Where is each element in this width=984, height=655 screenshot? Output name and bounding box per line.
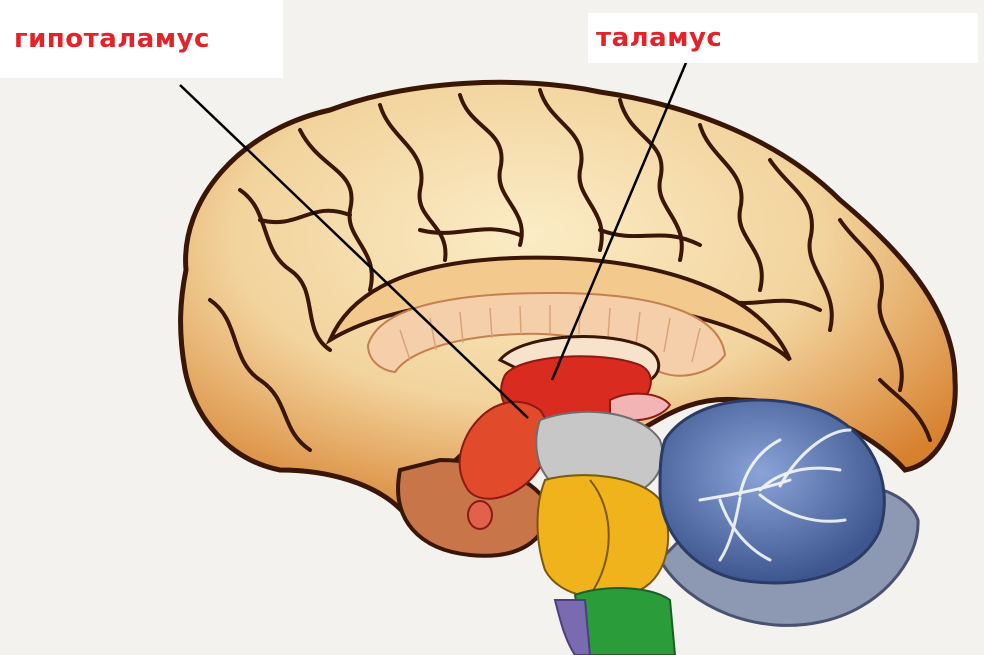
- thalamus-label-text: таламус: [596, 23, 722, 53]
- hypothalamus-label: гипоталамус: [0, 0, 283, 78]
- pons: [538, 475, 669, 598]
- thalamus-label: таламус: [588, 13, 978, 63]
- cerebellum: [660, 400, 884, 583]
- pituitary: [468, 501, 492, 529]
- spinal-portion: [555, 600, 590, 655]
- hypothalamus-label-text: гипоталамус: [14, 24, 210, 54]
